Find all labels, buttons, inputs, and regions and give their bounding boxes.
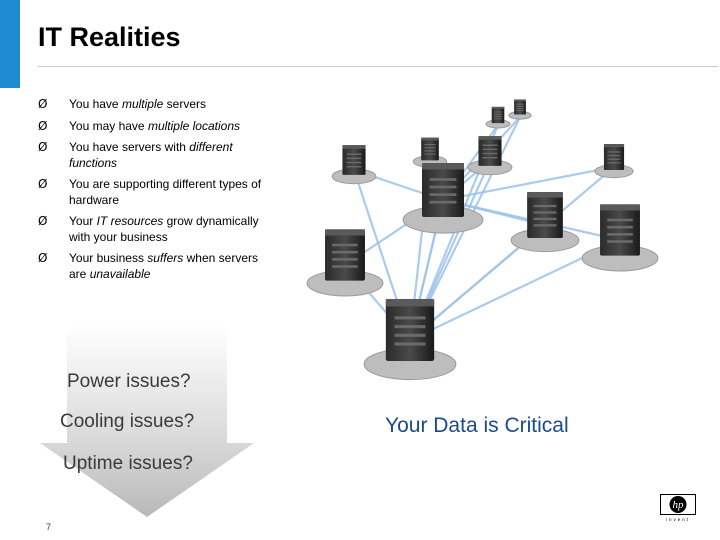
- bullet-marker-icon: Ø: [38, 97, 48, 111]
- network-link: [441, 165, 616, 202]
- server-icon: [594, 144, 634, 179]
- power-issues-text: Power issues?: [67, 371, 191, 392]
- bullet-marker-icon: Ø: [38, 251, 48, 265]
- bullet-marker-icon: Ø: [38, 140, 48, 154]
- server-icon: [508, 99, 532, 120]
- page-number: 7: [46, 522, 52, 532]
- bullet-marker-icon: Ø: [38, 214, 48, 228]
- server-icon: [467, 136, 513, 176]
- down-arrow-icon: [40, 325, 254, 517]
- server-icon: [510, 192, 580, 253]
- hp-logo-tagline: invent: [666, 517, 690, 522]
- hp-logo-icon: hp invent: [660, 494, 696, 522]
- server-icon: [412, 137, 448, 168]
- uptime-issues-text: Uptime issues?: [63, 453, 193, 474]
- server-icon: [402, 163, 484, 234]
- server-icon: [485, 106, 511, 129]
- data-critical-callout: Your Data is Critical: [385, 414, 569, 437]
- server-icon: [306, 229, 384, 297]
- hp-logo-letters: hp: [673, 499, 685, 511]
- server-network-illustration: [306, 99, 659, 381]
- bullet-marker-icon: Ø: [38, 177, 48, 191]
- slide-title: IT Realities: [38, 22, 181, 52]
- server-icon: [331, 145, 377, 185]
- cooling-issues-text: Cooling issues?: [60, 411, 195, 432]
- title-divider: [38, 66, 718, 67]
- accent-bar: [0, 0, 20, 88]
- server-icon: [581, 204, 659, 272]
- server-icon: [363, 298, 457, 381]
- bullet-marker-icon: Ø: [38, 118, 48, 133]
